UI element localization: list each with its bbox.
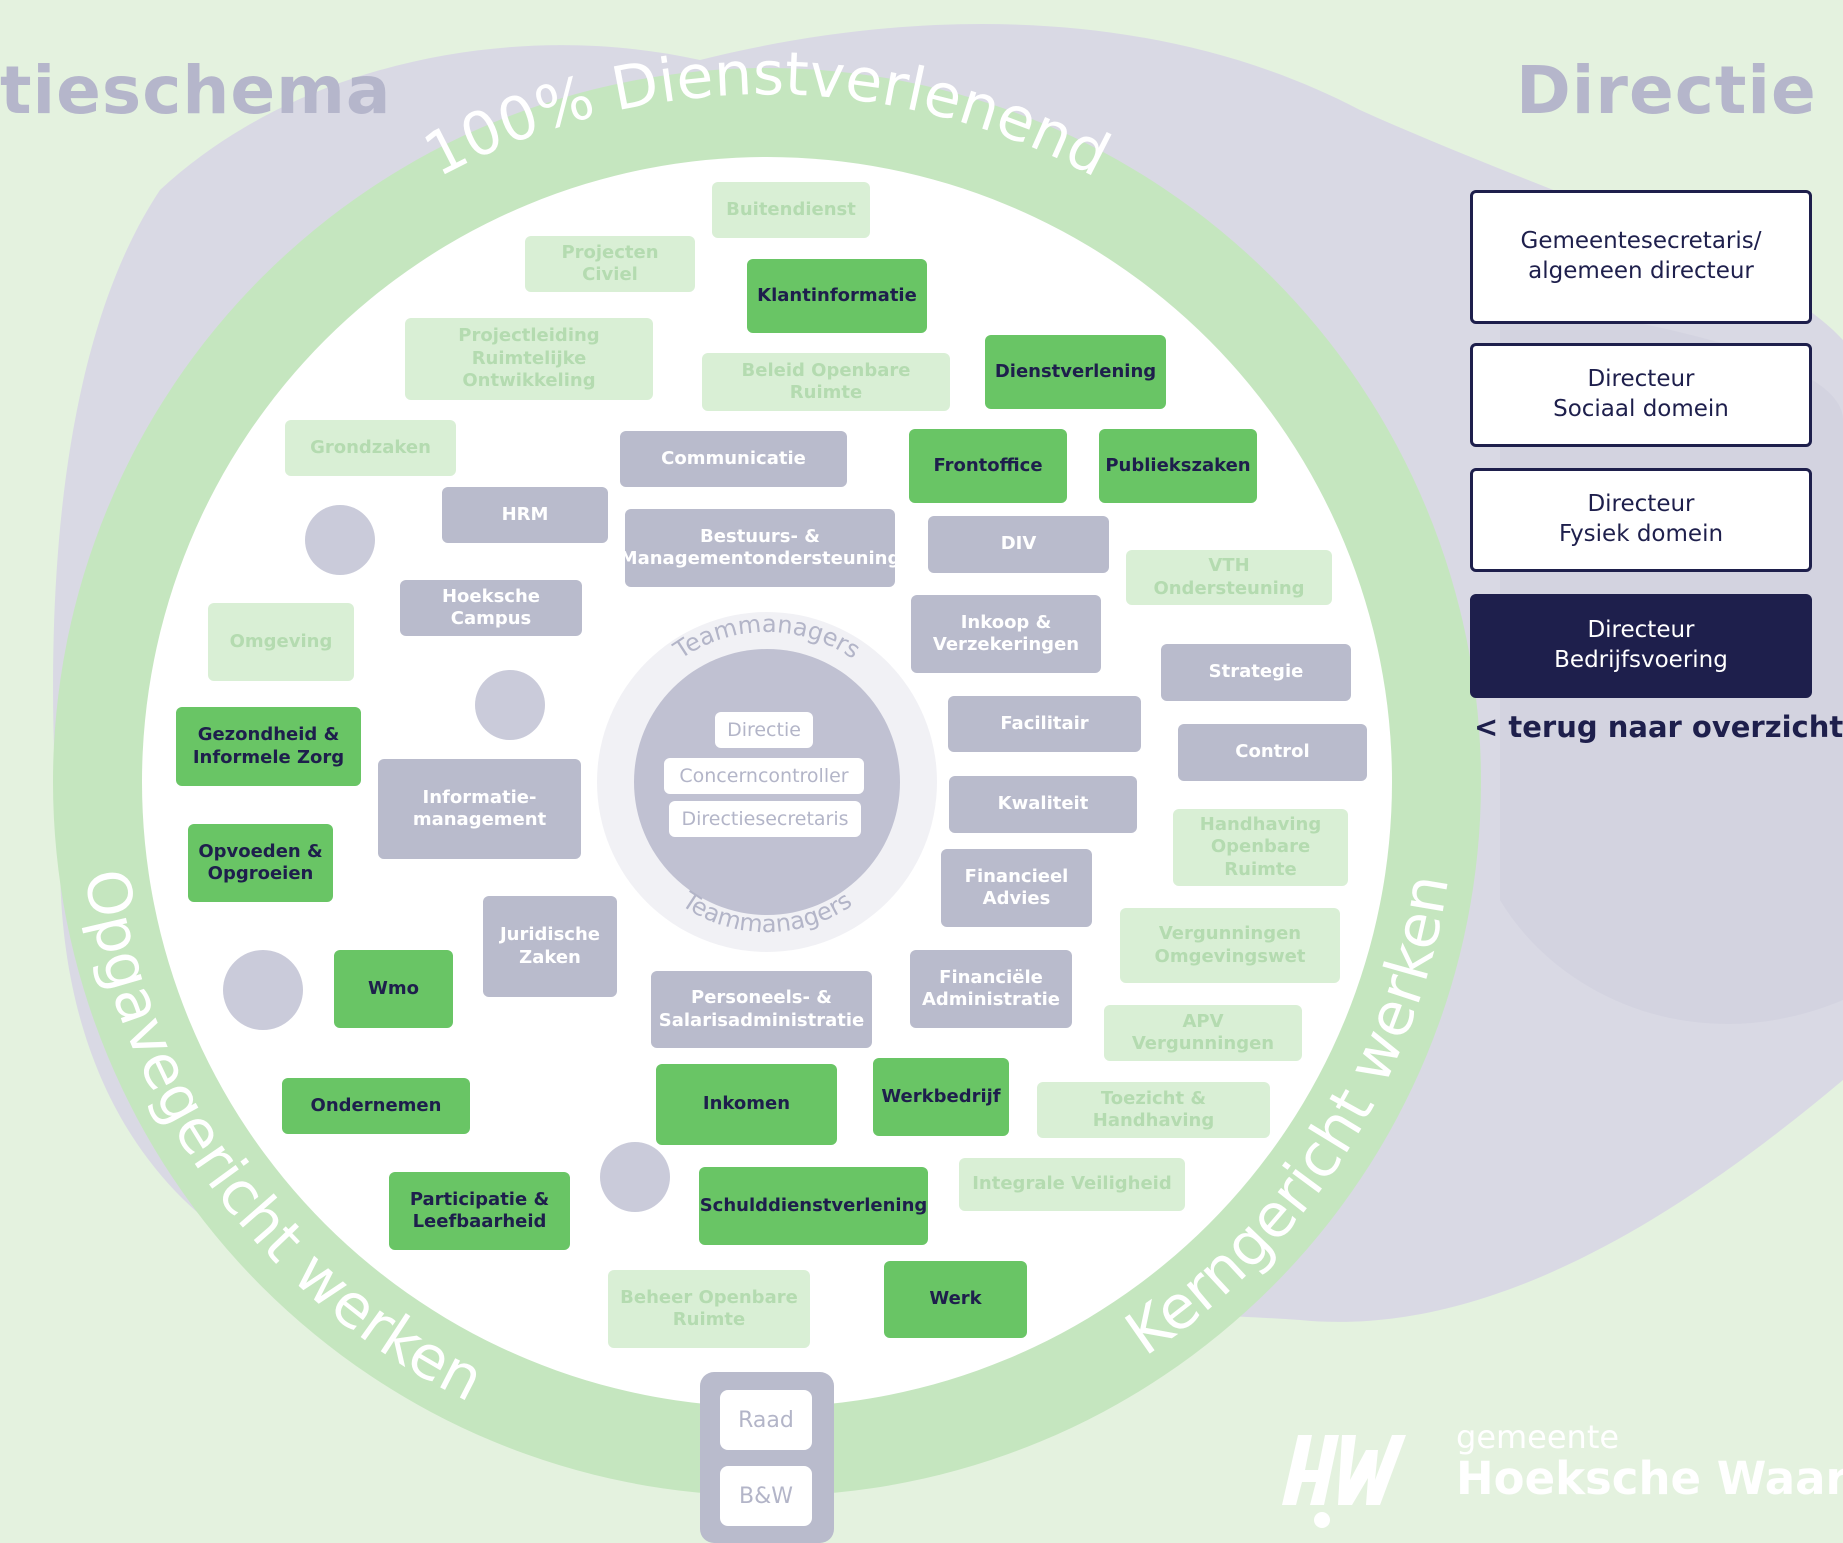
team-box[interactable]: HRM: [442, 487, 608, 543]
director-card-gemeentesecretaris[interactable]: Gemeentesecretaris/ algemeen directeur: [1470, 190, 1812, 324]
team-box[interactable]: Facilitair: [948, 696, 1141, 752]
team-box[interactable]: Strategie: [1161, 644, 1351, 701]
team-box[interactable]: Communicatie: [620, 431, 847, 487]
director-card-bedrijfsvoering[interactable]: Directeur Bedrijfsvoering: [1470, 594, 1812, 698]
team-box[interactable]: Projectleiding Ruimtelijke Ontwikkeling: [405, 318, 653, 400]
team-box[interactable]: Toezicht & Handhaving: [1037, 1082, 1270, 1138]
director-card-fysiek-domein[interactable]: Directeur Fysiek domein: [1470, 468, 1812, 572]
team-box[interactable]: Control: [1178, 724, 1367, 781]
team-box[interactable]: Werkbedrijf: [873, 1058, 1009, 1136]
director-card-sociaal-domein[interactable]: Directeur Sociaal domein: [1470, 343, 1812, 447]
decorative-circle: [475, 670, 545, 740]
section-title: Directie: [1516, 52, 1817, 129]
decorative-circle: [600, 1142, 670, 1212]
core-directie: Directie: [715, 712, 813, 748]
team-box[interactable]: DIV: [928, 516, 1109, 573]
team-box[interactable]: Ondernemen: [282, 1078, 470, 1134]
team-box[interactable]: Wmo: [334, 950, 453, 1028]
team-box[interactable]: Informatie- management: [378, 759, 581, 859]
team-box[interactable]: APV Vergunningen: [1104, 1005, 1302, 1061]
team-box[interactable]: Omgeving: [208, 603, 354, 681]
back-to-overview-link[interactable]: < terug naar overzicht: [1474, 710, 1843, 744]
decorative-circle: [305, 505, 375, 575]
team-box[interactable]: Frontoffice: [909, 429, 1067, 503]
team-box[interactable]: Publiekszaken: [1099, 429, 1257, 503]
team-box[interactable]: Juridische Zaken: [483, 896, 617, 997]
team-box[interactable]: Financieel Advies: [941, 849, 1092, 927]
team-box[interactable]: Bestuurs- & Managementondersteuning: [620, 509, 900, 587]
raad-button[interactable]: Raad: [720, 1390, 812, 1450]
bw-button[interactable]: B&W: [720, 1466, 812, 1526]
decorative-circle: [223, 950, 303, 1030]
page-title: tieschema: [0, 52, 392, 129]
team-box[interactable]: Inkoop & Verzekeringen: [911, 595, 1101, 673]
hw-logo-mark: [1282, 1435, 1406, 1528]
core-concerncontroller: Concerncontroller: [664, 758, 864, 794]
team-box[interactable]: Projecten Civiel: [525, 236, 695, 292]
team-box[interactable]: Personeels- & Salarisadministratie: [651, 971, 872, 1048]
team-box[interactable]: VTH Ondersteuning: [1126, 550, 1332, 605]
team-box[interactable]: Grondzaken: [285, 420, 456, 476]
team-box[interactable]: Financiële Administratie: [910, 950, 1072, 1028]
team-box[interactable]: Buitendienst: [712, 182, 870, 238]
team-box[interactable]: Klantinformatie: [747, 259, 927, 333]
team-box[interactable]: Gezondheid & Informele Zorg: [176, 707, 361, 786]
core-directiesecretaris: Directiesecretaris: [669, 801, 861, 837]
team-box[interactable]: Dienstverlening: [985, 335, 1166, 409]
team-box[interactable]: Beheer Openbare Ruimte: [608, 1270, 810, 1348]
team-box[interactable]: Vergunningen Omgevingswet: [1120, 908, 1340, 983]
logo-name-text: Hoeksche Waard: [1456, 1452, 1843, 1505]
team-box[interactable]: Inkomen: [656, 1064, 837, 1145]
logo-municipality-text: gemeente: [1456, 1418, 1620, 1456]
team-box[interactable]: Handhaving Openbare Ruimte: [1173, 809, 1348, 886]
team-box[interactable]: Schulddienstverlening: [699, 1167, 928, 1245]
team-box[interactable]: Hoeksche Campus: [400, 580, 582, 636]
team-box[interactable]: Beleid Openbare Ruimte: [702, 353, 950, 411]
team-box[interactable]: Werk: [884, 1261, 1027, 1338]
team-box[interactable]: Participatie & Leefbaarheid: [389, 1172, 570, 1250]
team-box[interactable]: Kwaliteit: [949, 776, 1137, 833]
team-box[interactable]: Opvoeden & Opgroeien: [188, 824, 333, 902]
team-box[interactable]: Integrale Veiligheid: [959, 1158, 1185, 1211]
